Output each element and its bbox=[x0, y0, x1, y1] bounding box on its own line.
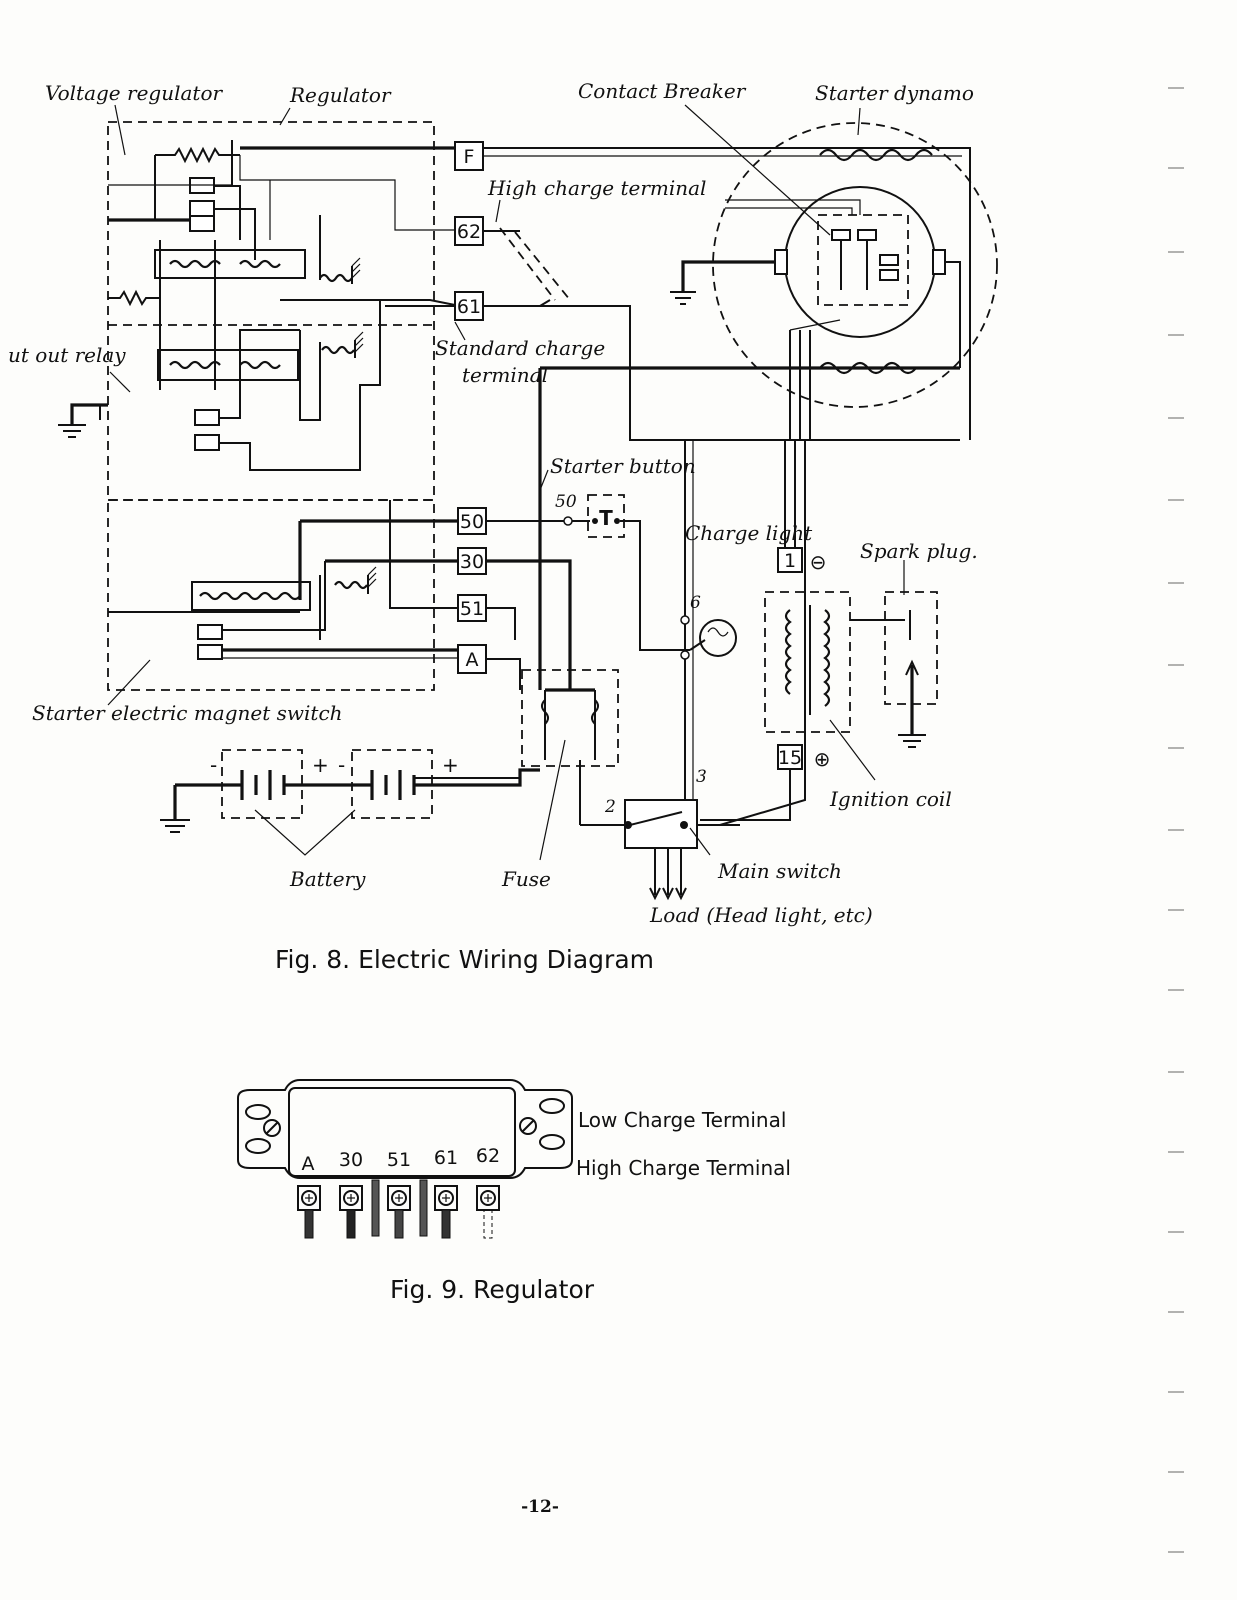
svg-text:F: F bbox=[464, 146, 475, 168]
label-high-charge-terminal: High charge terminal bbox=[487, 176, 706, 200]
regulator-device-drawing bbox=[237, 1079, 573, 1179]
label-ignition-coil: Ignition coil bbox=[829, 787, 952, 811]
svg-text:1: 1 bbox=[784, 550, 796, 572]
wire-mark-2: 2 bbox=[604, 797, 616, 817]
terminal-62: 62 bbox=[454, 216, 484, 246]
svg-text:⊖: ⊖ bbox=[810, 550, 827, 574]
svg-text:62: 62 bbox=[457, 221, 481, 243]
svg-text:-: - bbox=[338, 753, 345, 777]
reg-terminal-label-51: 51 bbox=[387, 1149, 411, 1171]
svg-text:-: - bbox=[210, 753, 217, 777]
screw-terminal-51 bbox=[387, 1185, 411, 1239]
label-starter-button: Starter button bbox=[550, 454, 696, 478]
svg-text:51: 51 bbox=[460, 598, 484, 620]
label-regulator: Regulator bbox=[289, 83, 392, 107]
label-voltage-regulator: Voltage regulator bbox=[45, 81, 223, 105]
label-low-charge-terminal: Low Charge Terminal bbox=[578, 1108, 786, 1132]
svg-text:+: + bbox=[312, 753, 329, 777]
contact-breaker bbox=[719, 199, 909, 826]
wire-mark-6: 6 bbox=[690, 593, 701, 613]
starter-magnet-switch-enclosure bbox=[107, 499, 435, 691]
fuse bbox=[521, 669, 619, 767]
wire-bundle-2 bbox=[419, 1179, 428, 1237]
fig9-caption: Fig. 9. Regulator bbox=[390, 1275, 595, 1304]
svg-text:15: 15 bbox=[778, 747, 802, 769]
terminal-50: 50 bbox=[457, 507, 487, 535]
terminal-51: 51 bbox=[457, 594, 487, 622]
terminal-F: F bbox=[454, 141, 484, 171]
label-standard-charge-line1: Standard charge bbox=[435, 336, 605, 360]
svg-text:T: T bbox=[599, 506, 613, 530]
label-charge-light: Charge light bbox=[685, 521, 813, 545]
label-starter-dynamo: Starter dynamo bbox=[815, 81, 974, 105]
wire-mark-50: 50 bbox=[555, 492, 577, 512]
label-standard-charge-line2: terminal bbox=[462, 363, 548, 387]
screw-terminal-30 bbox=[339, 1185, 363, 1239]
label-cut-out-relay: ut out relay bbox=[8, 343, 126, 367]
reg-terminal-label-62: 62 bbox=[476, 1145, 500, 1167]
terminal-A: A bbox=[457, 644, 487, 674]
starter-button: T bbox=[563, 494, 625, 538]
magnet-switch-internals bbox=[191, 566, 377, 660]
starter-dynamo bbox=[670, 122, 998, 408]
regulator-terminal-labels: A 30 51 61 62 bbox=[302, 1145, 501, 1175]
label-fuse: Fuse bbox=[501, 867, 551, 891]
main-switch bbox=[579, 760, 740, 901]
right-margin-scan-marks bbox=[1168, 87, 1184, 1553]
label-spark-plug: Spark plug. bbox=[860, 539, 978, 563]
fig8-caption: Fig. 8. Electric Wiring Diagram bbox=[275, 945, 654, 974]
screw-terminal-61 bbox=[434, 1185, 458, 1239]
charge-light-lamp bbox=[680, 615, 737, 660]
screw-terminal-62 bbox=[476, 1185, 500, 1239]
svg-text:A: A bbox=[466, 649, 479, 671]
label-leader-lines bbox=[107, 104, 905, 861]
svg-text:30: 30 bbox=[460, 551, 484, 573]
battery: - + - + bbox=[160, 749, 540, 833]
regulator-terminal-screws bbox=[297, 1179, 500, 1239]
svg-text:50: 50 bbox=[460, 511, 484, 533]
spark-plug bbox=[884, 591, 938, 748]
reg-terminal-label-A: A bbox=[302, 1153, 315, 1175]
label-battery: Battery bbox=[289, 867, 366, 891]
cut-out-relay-internals bbox=[99, 299, 456, 471]
label-contact-breaker: Contact Breaker bbox=[578, 79, 747, 103]
reg-terminal-label-61: 61 bbox=[434, 1147, 458, 1169]
terminal-61: 61 bbox=[454, 291, 484, 321]
reg-terminal-label-30: 30 bbox=[339, 1149, 363, 1171]
wire-bundle-1 bbox=[371, 1179, 380, 1237]
page-number: -12- bbox=[521, 1497, 559, 1517]
ground-symbol-left bbox=[58, 403, 108, 438]
svg-text:61: 61 bbox=[457, 296, 481, 318]
screw-terminal-A bbox=[297, 1185, 321, 1239]
terminal-30: 30 bbox=[457, 547, 487, 575]
label-main-switch: Main switch bbox=[717, 859, 842, 883]
label-high-charge-terminal-fig9: High Charge Terminal bbox=[576, 1156, 791, 1180]
label-starter-magnet-switch: Starter electric magnet switch bbox=[32, 701, 343, 725]
svg-text:+: + bbox=[442, 753, 459, 777]
wire-mark-3: 3 bbox=[696, 767, 707, 787]
voltage-regulator-internals bbox=[108, 140, 455, 390]
ignition-coil: 1 15 ⊖ ⊕ bbox=[700, 547, 905, 821]
svg-text:⊕: ⊕ bbox=[814, 747, 831, 771]
regulator-enclosure bbox=[107, 121, 435, 501]
label-load: Load (Head light, etc) bbox=[649, 903, 873, 927]
